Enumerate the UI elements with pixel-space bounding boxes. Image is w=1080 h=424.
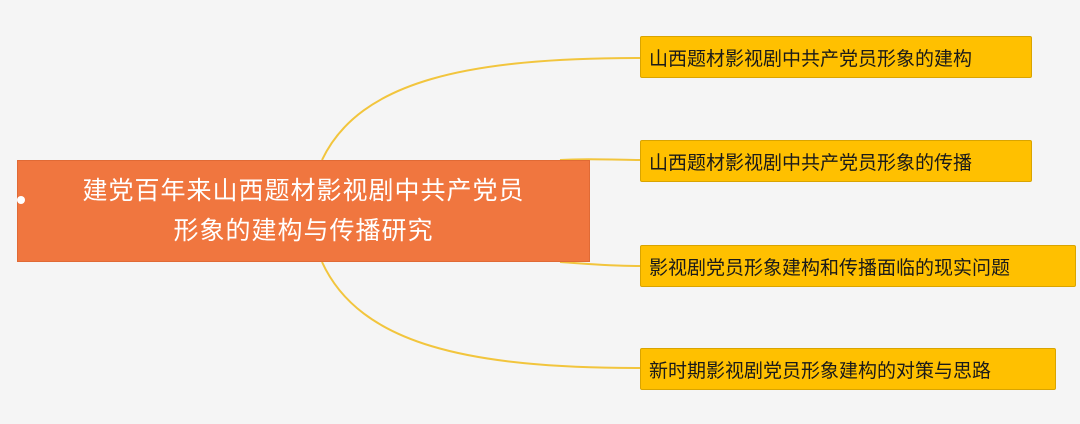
- root-topic-text: 建党百年来山西题材影视剧中共产党员 形象的建构与传播研究: [42, 171, 565, 251]
- branch-topic-2[interactable]: 山西题材影视剧中共产党员形象的传播: [640, 140, 1032, 182]
- root-topic-line-1: 建党百年来山西题材影视剧中共产党员: [82, 176, 525, 205]
- branch-topic-1-label: 山西题材影视剧中共产党员形象的建构: [649, 47, 973, 70]
- connector-branch-1: [321, 57, 641, 161]
- connector-branch-3: [559, 261, 641, 267]
- branch-topic-4[interactable]: 新时期影视剧党员形象建构的对策与思路: [640, 348, 1056, 390]
- connector-branch-2: [559, 158, 641, 161]
- branch-topic-4-label: 新时期影视剧党员形象建构的对策与思路: [649, 359, 992, 382]
- branch-topic-1[interactable]: 山西题材影视剧中共产党员形象的建构: [640, 36, 1032, 78]
- branch-topic-3-label: 影视剧党员形象建构和传播面临的现实问题: [649, 256, 1011, 279]
- root-topic[interactable]: 建党百年来山西题材影视剧中共产党员 形象的建构与传播研究: [17, 160, 590, 262]
- root-collapse-handle[interactable]: [17, 196, 25, 204]
- branch-topic-3[interactable]: 影视剧党员形象建构和传播面临的现实问题: [640, 245, 1076, 287]
- connector-branch-4: [321, 261, 641, 369]
- root-topic-line-2: 形象的建构与传播研究: [173, 216, 434, 245]
- branch-topic-2-label: 山西题材影视剧中共产党员形象的传播: [649, 151, 973, 174]
